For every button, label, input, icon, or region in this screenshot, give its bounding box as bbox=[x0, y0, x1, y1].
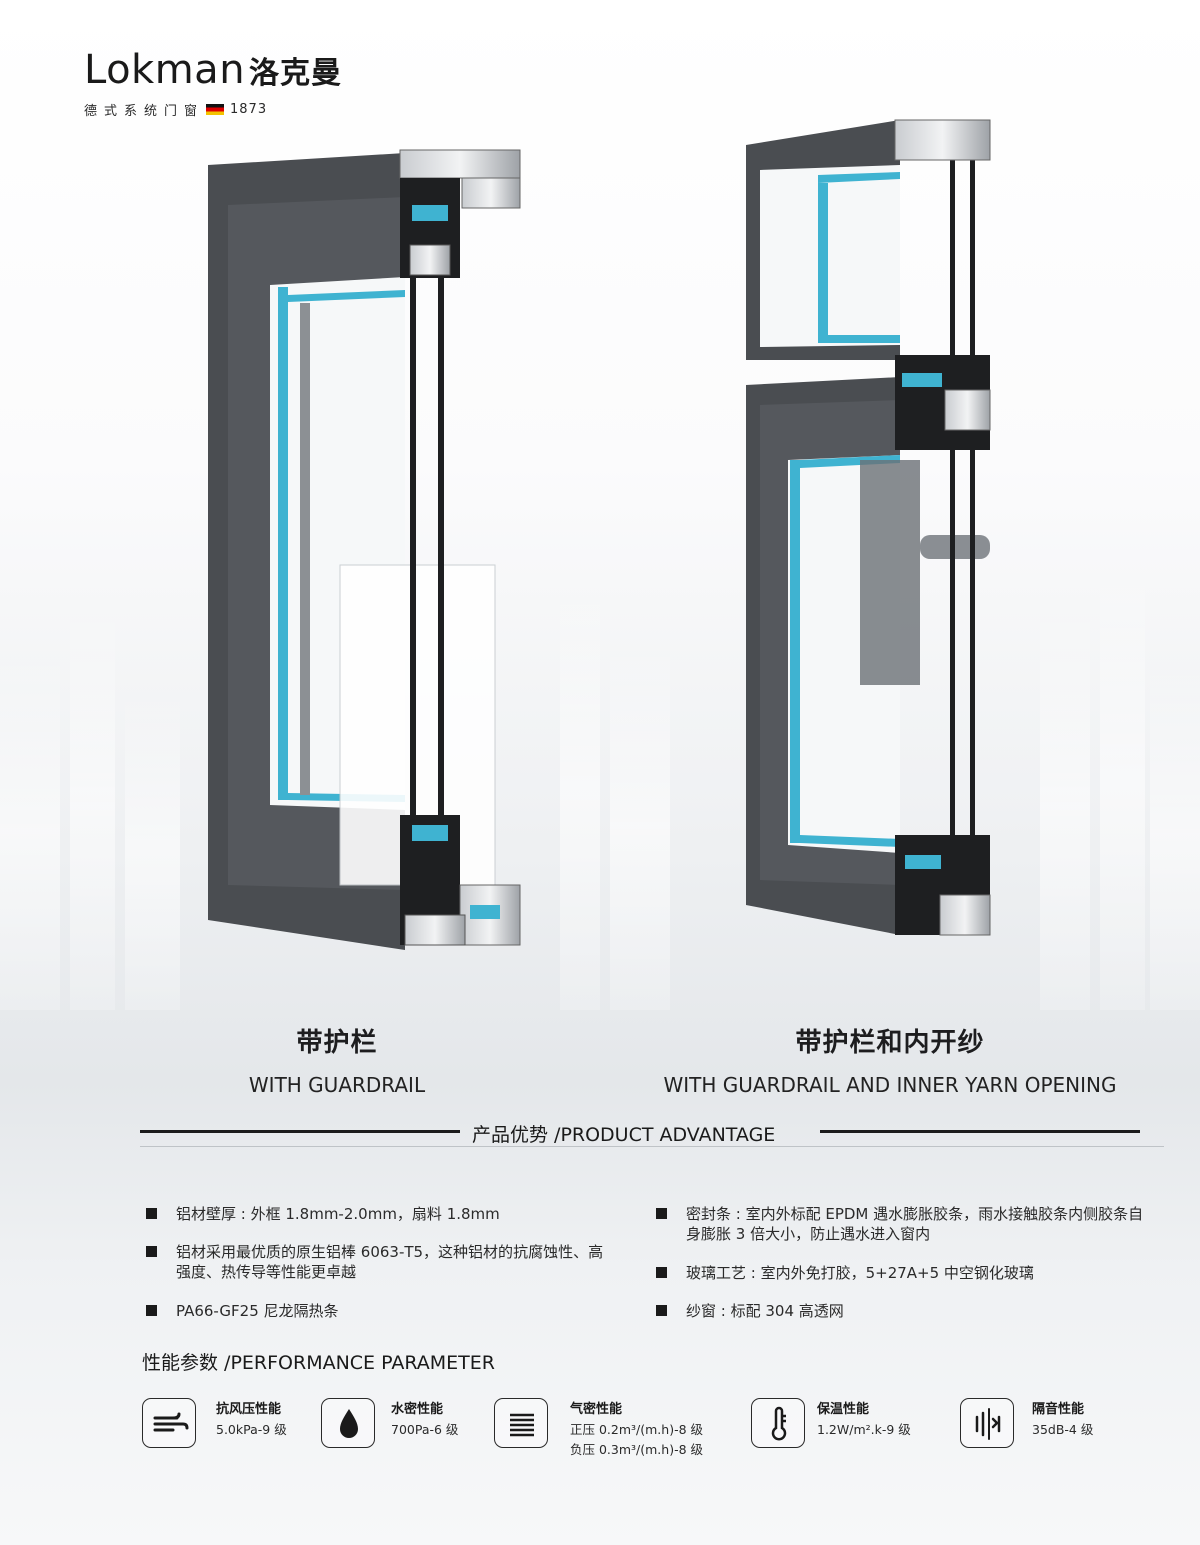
water-drop-icon bbox=[321, 1398, 375, 1448]
wind-icon bbox=[142, 1398, 196, 1448]
product-title-cn-1: 带护栏 bbox=[296, 1028, 378, 1058]
brand-year: 1873 bbox=[230, 102, 268, 117]
advantage-item: 纱窗 : 标配 304 高透网 bbox=[656, 1301, 1146, 1321]
bullet-square-icon bbox=[146, 1305, 157, 1316]
advantage-title: 产品优势 /PRODUCT ADVANTAGE bbox=[472, 1124, 776, 1146]
product-image-guardrail-screen bbox=[746, 119, 991, 936]
bullet-square-icon bbox=[656, 1208, 667, 1219]
advantage-item: PA66-GF25 尼龙隔热条 bbox=[146, 1301, 616, 1321]
param-value: 1.2W/m².k-9 级 bbox=[817, 1422, 911, 1437]
param-value-2: 负压 0.3m³/(m.h)-8 级 bbox=[570, 1442, 704, 1457]
performance-title: 性能参数 /PERFORMANCE PARAMETER bbox=[142, 1352, 495, 1374]
city-skyline-background bbox=[0, 560, 1200, 1010]
param-label: 隔音性能 bbox=[1032, 1402, 1085, 1417]
product-image-guardrail bbox=[208, 149, 521, 950]
section-divider-left bbox=[140, 1130, 460, 1133]
param-label: 气密性能 bbox=[570, 1402, 623, 1417]
param-label: 抗风压性能 bbox=[216, 1402, 282, 1417]
bullet-square-icon bbox=[656, 1267, 667, 1278]
param-label: 保温性能 bbox=[817, 1402, 870, 1417]
brand-name-cn: 洛克曼 bbox=[249, 56, 343, 91]
sound-insulation-icon bbox=[960, 1398, 1014, 1448]
german-flag-icon bbox=[206, 104, 225, 115]
product-title-en-2: WITH GUARDRAIL AND INNER YARN OPENING bbox=[663, 1073, 1117, 1097]
advantage-item: 铝材壁厚 : 外框 1.8mm-2.0mm，扇料 1.8mm bbox=[146, 1204, 616, 1224]
param-value: 5.0kPa-9 级 bbox=[216, 1422, 287, 1437]
bullet-square-icon bbox=[146, 1246, 157, 1257]
advantage-item: 玻璃工艺 : 室内外免打胶，5+27A+5 中空钢化玻璃 bbox=[656, 1263, 1146, 1283]
thermometer-icon bbox=[751, 1398, 805, 1448]
bullet-square-icon bbox=[656, 1305, 667, 1316]
param-value: 35dB-4 级 bbox=[1032, 1422, 1094, 1437]
brand-tagline: 德式系统门窗 bbox=[84, 104, 205, 119]
param-value: 正压 0.2m³/(m.h)-8 级 bbox=[570, 1422, 704, 1437]
brand-name: Lokman bbox=[84, 47, 246, 93]
product-title-cn-2: 带护栏和内开纱 bbox=[795, 1028, 985, 1058]
param-label: 水密性能 bbox=[391, 1402, 444, 1417]
product-caption-1: 带护栏 WITH GUARDRAIL bbox=[197, 1022, 477, 1097]
product-caption-2: 带护栏和内开纱 WITH GUARDRAIL AND INNER YARN OP… bbox=[630, 1022, 1150, 1097]
param-value: 700Pa-6 级 bbox=[391, 1422, 459, 1437]
bullet-square-icon bbox=[146, 1208, 157, 1219]
section-divider-thin bbox=[140, 1146, 1164, 1147]
advantage-item: 铝材采用最优质的原生铝棒 6063-T5，这种铝材的抗腐蚀性、高强度、热传导等性… bbox=[146, 1242, 616, 1282]
air-tight-icon bbox=[494, 1398, 548, 1448]
advantage-item: 密封条 : 室内外标配 EPDM 遇水膨胀胶条，雨水接触胶条内侧胶条自身膨胀 3… bbox=[656, 1204, 1146, 1244]
product-title-en-1: WITH GUARDRAIL bbox=[248, 1073, 426, 1097]
section-divider-right bbox=[820, 1130, 1140, 1133]
